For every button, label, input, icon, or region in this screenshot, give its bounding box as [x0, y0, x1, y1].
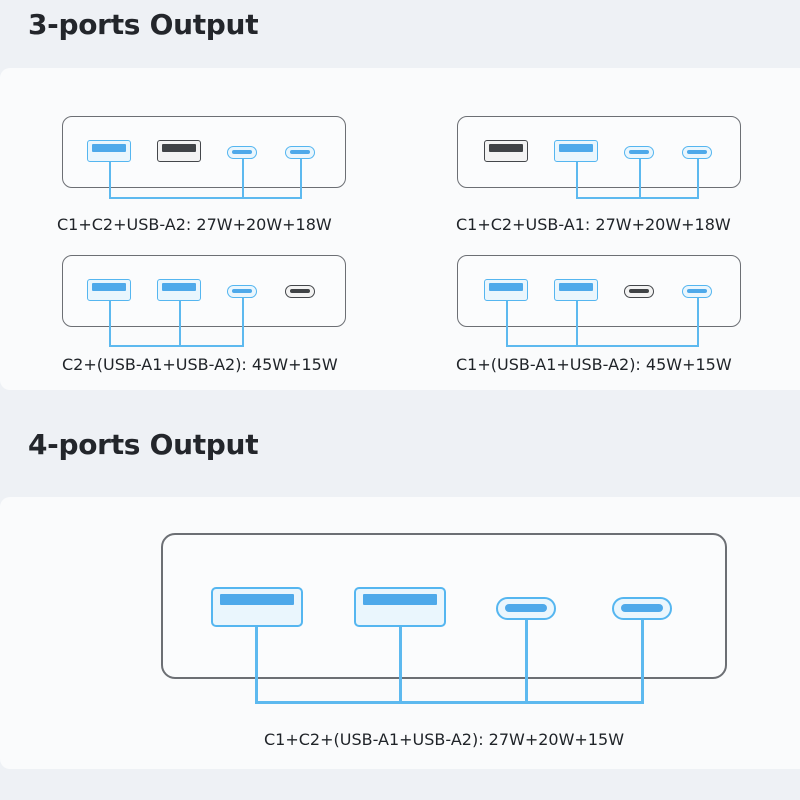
four-ports-heading: 4-ports Output: [28, 428, 259, 461]
usb-c1-port-icon: [612, 597, 672, 620]
config-label-4: C1+(USB-A1+USB-A2): 45W+15W: [456, 355, 732, 374]
config-label-2: C1+C2+USB-A1: 27W+20W+18W: [456, 215, 731, 234]
usb-c2-port-icon: [624, 146, 654, 159]
usb-c1-port-icon: [285, 285, 315, 298]
usb-c2-port-icon: [496, 597, 556, 620]
usb-a1-port-icon: [87, 279, 131, 301]
usb-a2-port-icon: [554, 140, 598, 162]
charger-diagram-2: [457, 116, 741, 199]
usb-c2-port-icon: [227, 285, 257, 298]
charger-diagram-4-ports: [161, 533, 727, 704]
usb-a1-port-icon: [211, 587, 303, 627]
usb-a2-port-icon: [157, 140, 201, 162]
config-label-1: C1+C2+USB-A2: 27W+20W+18W: [57, 215, 332, 234]
charger-diagram-3: [62, 255, 346, 347]
usb-a1-port-icon: [484, 279, 528, 301]
usb-c1-port-icon: [285, 146, 315, 159]
usb-c2-port-icon: [624, 285, 654, 298]
usb-a2-port-icon: [554, 279, 598, 301]
charger-diagram-1: [62, 116, 346, 199]
config-label-3: C2+(USB-A1+USB-A2): 45W+15W: [62, 355, 338, 374]
usb-c2-port-icon: [227, 146, 257, 159]
usb-a1-port-icon: [484, 140, 528, 162]
usb-a1-port-icon: [87, 140, 131, 162]
usb-a2-port-icon: [157, 279, 201, 301]
charger-diagram-4: [457, 255, 741, 347]
three-ports-heading: 3-ports Output: [28, 8, 259, 41]
config-label-4-ports: C1+C2+(USB-A1+USB-A2): 27W+20W+15W: [264, 730, 625, 749]
usb-a2-port-icon: [354, 587, 446, 627]
usb-c1-port-icon: [682, 285, 712, 298]
usb-c1-port-icon: [682, 146, 712, 159]
